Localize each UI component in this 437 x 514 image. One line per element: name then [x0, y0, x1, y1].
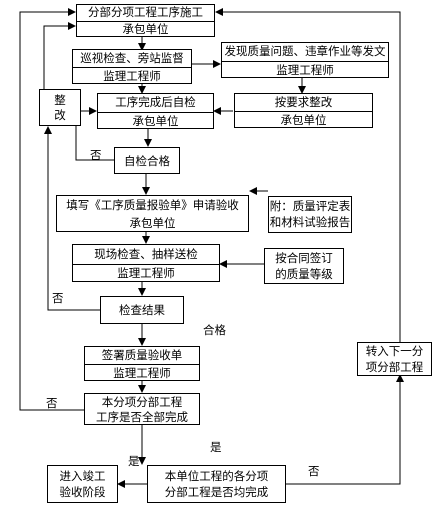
box-line2: 监理工程师	[222, 61, 388, 79]
arrow-b6-no-loop	[75, 107, 114, 161]
box-line2: 监理工程师	[85, 364, 199, 382]
box-line2: 验收阶段	[59, 485, 106, 500]
box-self-check-pass: 自检合格	[114, 147, 180, 174]
box-rectify-char1: 整	[54, 92, 66, 107]
label-no-check-result: 否	[52, 291, 64, 305]
box-line1: 工序完成后自检	[115, 95, 196, 110]
box-inspection-application: 填写《工序质量报验单》申请验收 承包单位	[56, 195, 249, 232]
box-inspection-supervision: 巡视检查、旁站监督 监理工程师	[72, 49, 192, 84]
arrow-b16-no-b14	[286, 374, 404, 485]
box-line2: 项分部工程	[365, 360, 424, 375]
arrow-b14-b1	[215, 8, 401, 343]
box-quality-issue-notice: 发现质量问题、违章作业等发文 监理工程师	[221, 42, 389, 78]
box-sign-acceptance: 签署质量验收单 监理工程师	[84, 346, 200, 381]
label-yes-unit: 是	[128, 454, 140, 468]
box-line1: 转入下一分	[365, 344, 424, 359]
label-no-unit: 否	[308, 464, 320, 478]
label-no-process: 否	[46, 396, 58, 410]
box-line2: 承包单位	[77, 21, 214, 38]
box-line1: 巡视检查、旁站监督	[80, 50, 184, 65]
box-line1: 分部分项工程工序施工	[88, 5, 203, 20]
box-completion-acceptance: 进入竣工 验收阶段	[47, 465, 118, 503]
box-line1: 按要求整改	[274, 94, 333, 109]
box-line1: 进入竣工	[59, 469, 106, 484]
box-line1: 现场检查、抽样送检	[94, 246, 198, 261]
box-process-construction: 分部分项工程工序施工 承包单位	[76, 4, 215, 37]
box-line2: 的质量等级	[275, 267, 333, 282]
box-line1: 按合同签订	[275, 251, 333, 266]
box-line2: 工序是否全部完成	[96, 409, 188, 424]
box-line2: 承包单位	[98, 112, 213, 130]
box-all-process-complete: 本分项分部工程 工序是否全部完成	[84, 393, 200, 425]
box-line2: 承包单位	[129, 215, 176, 230]
label-yes-process: 是	[210, 440, 222, 454]
arrow-rect-b1	[43, 22, 76, 89]
box-line1: 本单位工程的各分项	[164, 469, 269, 484]
box-self-inspection: 工序完成后自检 承包单位	[97, 93, 214, 129]
box-line1: 填写《工序质量报验单》申请验收	[66, 197, 239, 212]
arrow-b13-no-b1	[19, 8, 84, 411]
box-unit-project-complete: 本单位工程的各分项 分部工程是否均完成	[147, 465, 286, 503]
box-line2: 监理工程师	[73, 264, 219, 283]
box-line1: 本分项分部工程	[101, 394, 183, 409]
box-rectify: 整 改	[39, 89, 81, 126]
box-line2: 分部工程是否均完成	[164, 485, 269, 500]
box-attachment-note: 附：质量评定表 和材料试验报告	[268, 196, 352, 233]
box-text: 自检合格	[124, 153, 170, 168]
box-contract-quality-grade: 按合同签订 的质量等级	[264, 248, 344, 284]
box-text: 检查结果	[119, 303, 165, 317]
box-rectify-as-required: 按要求整改 承包单位	[234, 93, 373, 128]
box-rectify-char2: 改	[54, 107, 66, 122]
label-pass: 合格	[203, 323, 226, 337]
box-line1: 发现质量问题、违章作业等发文	[224, 44, 386, 59]
box-line1: 签署质量验收单	[101, 347, 183, 362]
arrow-b11-no-rect	[44, 126, 100, 311]
label-no-self-check: 否	[90, 148, 102, 162]
box-next-subproject: 转入下一分 项分部工程	[357, 342, 432, 376]
box-line2: 承包单位	[235, 111, 372, 129]
box-line1: 附：质量评定表	[269, 199, 351, 214]
box-site-check-sampling: 现场检查、抽样送检 监理工程师	[72, 244, 220, 282]
box-check-result: 检查结果	[100, 296, 184, 324]
box-line2: 和材料试验报告	[269, 215, 351, 230]
box-line2: 监理工程师	[73, 67, 191, 85]
